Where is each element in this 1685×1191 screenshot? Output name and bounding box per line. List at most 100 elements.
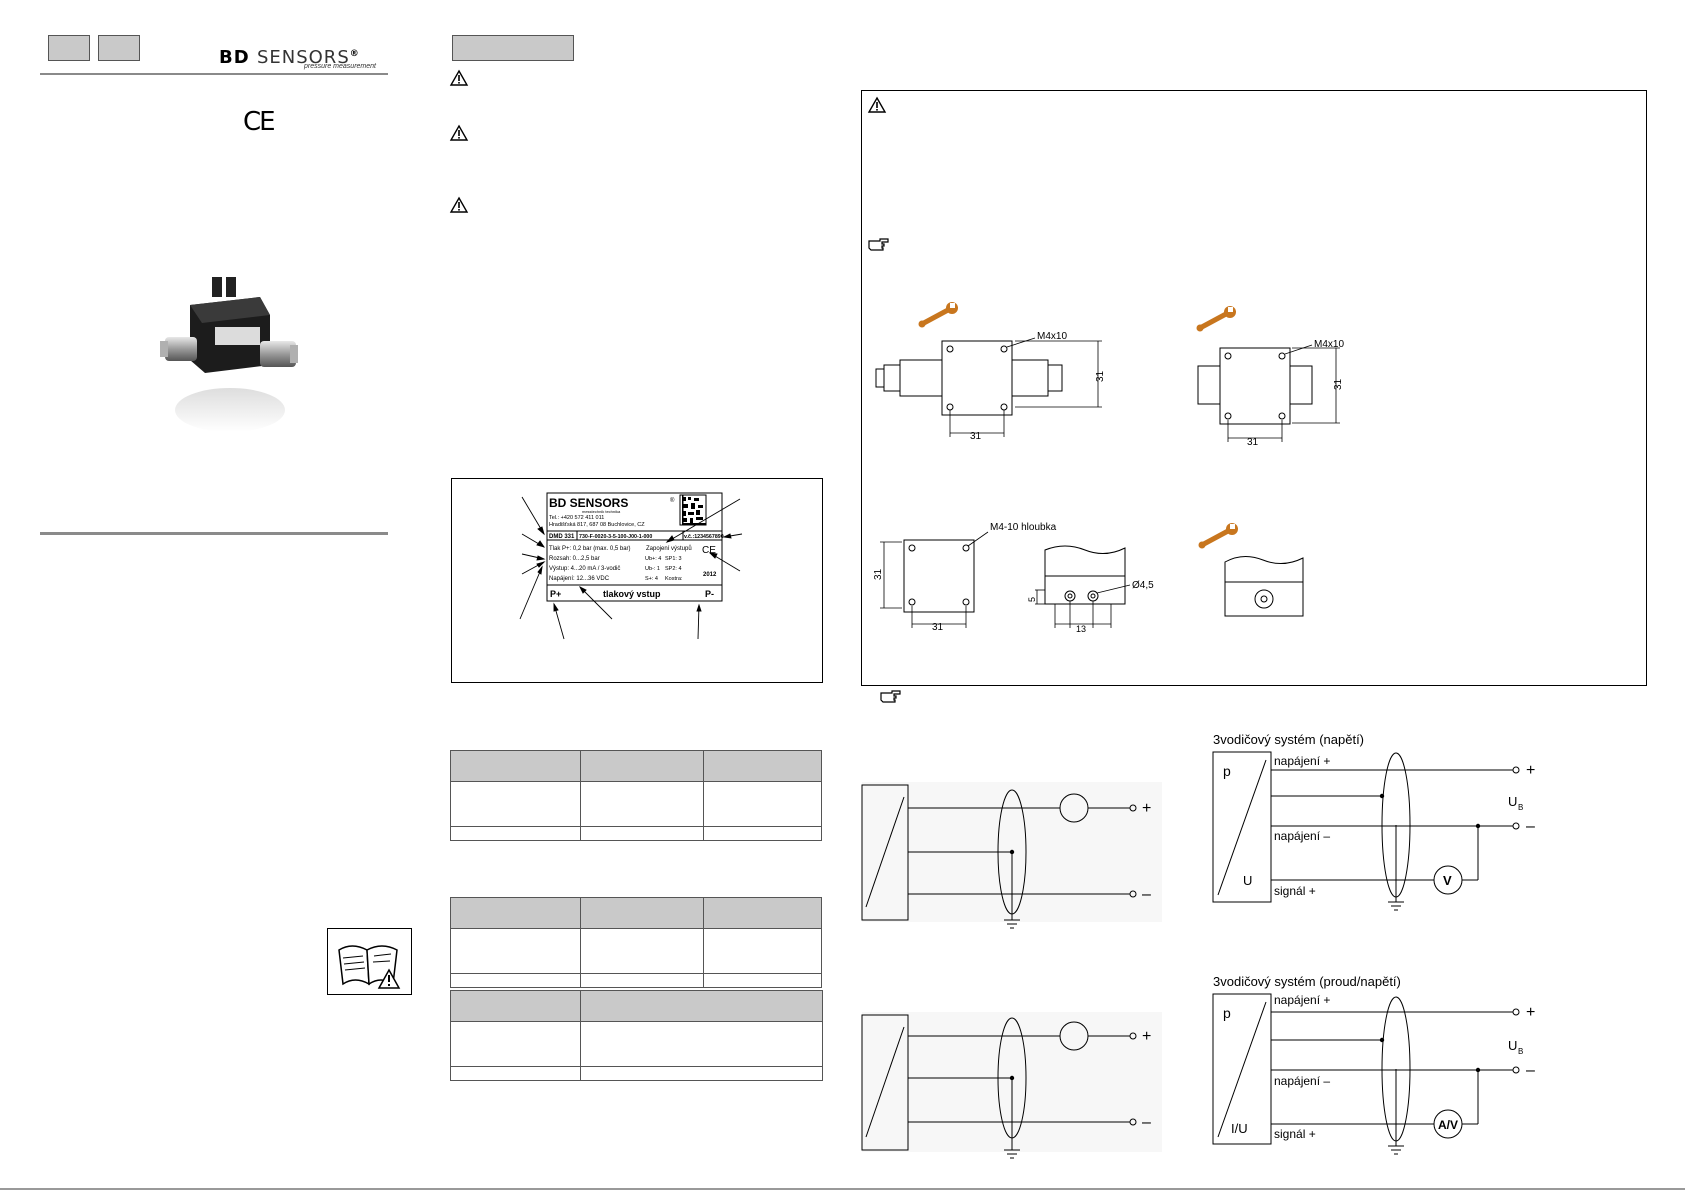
nameplate-phone: Tel.: +420 572 411 011 — [549, 515, 604, 521]
spec-table-2 — [450, 897, 822, 988]
nameplate-registered: ® — [670, 497, 675, 504]
dim-5-vertical: 5 — [1027, 597, 1037, 602]
table-row — [450, 990, 823, 1022]
wiring-title-voltage: 3vodičový systém (napětí) — [1213, 732, 1364, 747]
wiring-ub: U — [1508, 1038, 1517, 1053]
table-row — [450, 973, 822, 988]
table-row — [450, 1066, 823, 1081]
spec-table-1 — [450, 750, 822, 841]
nameplate-figure: BD SENSORS ® messtechnik technika Tel.: … — [451, 478, 823, 683]
spec-table-3 — [450, 990, 823, 1081]
wiring-plus: + — [1526, 762, 1535, 779]
top-rule — [40, 73, 388, 75]
wiring-title-current-voltage: 3vodičový systém (proud/napětí) — [1213, 974, 1401, 989]
dim-13-horizontal: 13 — [1076, 624, 1086, 634]
brand-registered: ® — [349, 49, 360, 59]
table-row — [450, 897, 822, 929]
wiring-minus: – — [1142, 886, 1151, 903]
wiring-diagram-3wire-current-voltage: 3vodičový systém (proud/napětí) p I/U na… — [1212, 974, 1535, 1155]
mounting-drawing-bottom-port — [1224, 556, 1304, 617]
warning-triangle-icon — [449, 69, 469, 86]
nameplate-serial: v.č.:1234567890 — [684, 534, 724, 540]
brand-tagline: pressure measurement — [304, 63, 376, 70]
nameplate-row2-left: Rozsah: 0...2,5 bar — [549, 556, 600, 562]
wrench-icon — [1196, 306, 1236, 332]
dim-31-horizontal: 31 — [932, 622, 944, 633]
wiring-diagram-2wire-1: + – — [861, 782, 1162, 929]
nameplate-input-label: tlakový vstup — [603, 589, 661, 599]
mounting-drawing-side-ports: M4x10 31 31 — [1197, 339, 1344, 448]
dim-31-vertical: 31 — [1333, 378, 1344, 390]
mounting-drawing-bottom-holes: 5 13 Ø4,5 — [1027, 545, 1154, 634]
nameplate-ce: CE — [702, 545, 716, 556]
bottom-rule — [0, 1188, 1685, 1190]
dim-hole-diameter: Ø4,5 — [1132, 580, 1154, 591]
table-row — [450, 750, 822, 782]
nameplate-row3-left: Výstup: 4...20 mA / 3-vodič — [549, 566, 620, 572]
wiring-ub-sub: B — [1518, 803, 1523, 812]
dim-31-vertical: 31 — [1095, 370, 1106, 382]
voltmeter-label: V — [1443, 873, 1452, 888]
brand-name-bold: BD — [219, 47, 250, 68]
nameplate-row3-right: SP2: 4 — [665, 566, 682, 572]
nameplate-callout-arrows — [519, 496, 743, 640]
nameplate-drawing: BD SENSORS ® messtechnik technika Tel.: … — [519, 492, 743, 640]
nameplate-row1-left: Tlak P+: 0,2 bar (max. 0,5 bar) — [549, 546, 631, 552]
nameplate-row4-left: Napájení: 12...36 VDC — [549, 576, 610, 582]
table-row — [450, 826, 822, 841]
nameplate-year: 2012 — [703, 572, 717, 578]
nameplate-p-minus: P- — [705, 589, 714, 599]
section-header-tab — [452, 35, 574, 61]
cover-tab-1 — [48, 35, 90, 61]
nameplate-row2-mid: Ub+: 4 — [645, 556, 661, 562]
wiring-supply-minus: napájení – — [1274, 1074, 1330, 1088]
product-photo — [160, 277, 298, 432]
mounting-drawing-threaded: M4-10 hloubka 31 31 — [873, 522, 1057, 633]
ce-mark: CE — [243, 107, 276, 137]
cover-tab-2 — [98, 35, 140, 61]
nameplate-row4-right: Kostra: — [665, 576, 683, 582]
nameplate-row1-right: Zapojení výstupů — [646, 545, 692, 552]
mount-screw-label: M4x10 — [1037, 331, 1067, 342]
warning-triangle-icon — [449, 196, 469, 213]
brand-name-light: SENSORS — [256, 47, 350, 68]
nameplate-brand: BD SENSORS — [549, 496, 628, 510]
pointing-hand-icon — [868, 238, 889, 251]
wiring-plus: + — [1142, 800, 1151, 817]
wiring-minus: – — [1526, 818, 1535, 835]
mounting-panel — [861, 90, 1647, 686]
wiring-u: U — [1243, 873, 1252, 888]
wiring-diagram-3wire-voltage: 3vodičový systém (napětí) p U napájení +… — [1212, 732, 1535, 911]
wiring-p: p — [1223, 763, 1231, 779]
wrench-icon — [1198, 523, 1238, 549]
wiring-signal-plus: signál + — [1274, 1127, 1316, 1141]
mounting-drawing-front-ports: M4x10 31 31 — [875, 331, 1106, 442]
wrench-icon — [918, 302, 958, 328]
wiring-ub: U — [1508, 794, 1517, 809]
nameplate-row2-right: SP1: 3 — [665, 556, 682, 562]
wiring-iu: I/U — [1231, 1121, 1248, 1136]
open-book-warning-icon — [327, 928, 412, 995]
table-row — [450, 781, 822, 827]
wiring-diagram-2wire-2: + – — [861, 1012, 1162, 1159]
nameplate-model: DMD 331 — [549, 534, 575, 540]
wiring-minus: – — [1142, 1114, 1151, 1131]
nameplate-row3-mid: Ub-: 1 — [645, 566, 660, 572]
warning-triangle-icon — [867, 96, 887, 113]
nameplate-p-plus: P+ — [550, 589, 561, 599]
table-row — [450, 928, 822, 974]
nameplate-brand-sub: messtechnik technika — [582, 509, 621, 514]
wiring-plus: + — [1142, 1028, 1151, 1045]
dim-31-vertical: 31 — [873, 568, 884, 580]
av-meter-label: A/V — [1438, 1118, 1458, 1132]
wiring-supply-minus: napájení – — [1274, 829, 1330, 843]
wiring-supply-plus: napájení + — [1274, 754, 1330, 768]
pointing-hand-icon — [880, 690, 901, 703]
nameplate-row4-mid: S+: 4 — [645, 576, 658, 582]
dim-31-horizontal: 31 — [970, 431, 982, 442]
dim-31-horizontal: 31 — [1247, 437, 1259, 448]
nameplate-code: 730-F-0020-3-5-100-J00-1-000 — [579, 534, 652, 540]
mid-rule — [40, 532, 388, 535]
nameplate-address: Hradišťská 817, 687 08 Buchlovice, CZ — [549, 522, 645, 528]
mount-threaded-label: M4-10 hloubka — [990, 522, 1057, 533]
